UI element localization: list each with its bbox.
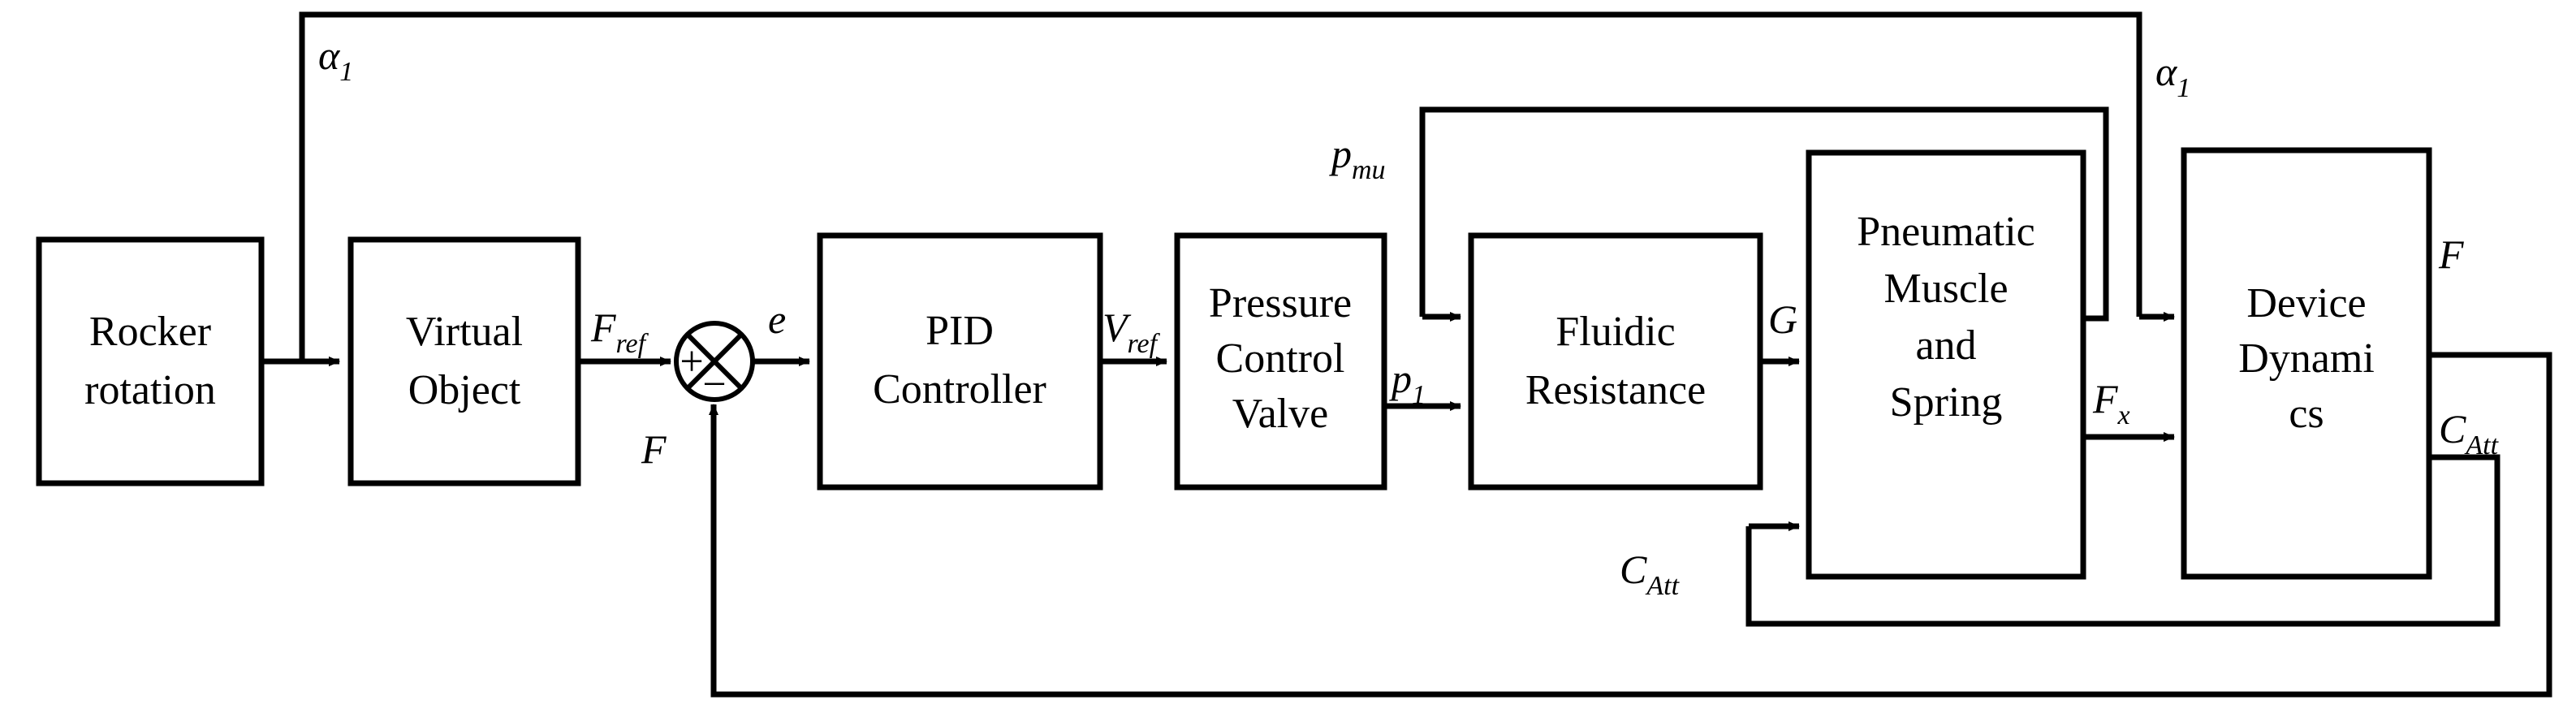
block-label-device-line3: cs (2289, 391, 2324, 437)
block-rocker-rotation (36, 236, 265, 486)
signal-label-v-ref: Vref (1102, 305, 1161, 359)
signal-label-c-att-right: CAtt (2439, 406, 2500, 460)
summing-junction: + − (674, 321, 755, 408)
summing-plus-sign: + (680, 339, 703, 385)
block-label-device-line1: Device (2246, 280, 2366, 326)
feedback-path-alpha1 (299, 11, 2142, 361)
signal-label-g: G (1768, 296, 1797, 342)
block-label-muscle-line2: Muscle (1883, 266, 2008, 312)
block-label-device-line2: Dynami (2238, 335, 2375, 382)
block-label-rocker-line2: rotation (84, 367, 216, 413)
block-label-muscle-line4: Spring (1890, 379, 2003, 426)
block-pid-controller (817, 232, 1103, 491)
block-fluidic-resistance (1468, 232, 1763, 491)
signal-label-force-feedback: F (641, 426, 667, 472)
block-label-muscle-line3: and (1915, 322, 1976, 369)
signal-label-alpha1-left: α1 (318, 32, 353, 87)
feedback-path-catt (1745, 454, 2500, 627)
block-label-valve-line2: Control (1216, 335, 1345, 382)
block-label-virtual-line1: Virtual (406, 309, 523, 355)
block-pneumatic-muscle-and-spring (1806, 149, 2086, 580)
signal-label-p-mu: pmu (1329, 131, 1386, 185)
feedback-path-force (710, 352, 2552, 698)
signal-label-f-out: F (2438, 231, 2464, 277)
block-label-valve-line1: Pressure (1209, 280, 1352, 326)
block-label-virtual-line2: Object (408, 367, 521, 413)
signal-label-p1: p1 (1389, 356, 1426, 410)
block-device-dynamics (2181, 147, 2432, 580)
signal-label-fx: Fx (2092, 376, 2130, 430)
feedback-path-pmu (1419, 106, 2109, 322)
block-label-pid-line2: Controller (873, 366, 1046, 413)
signal-label-f-ref: Fref (590, 305, 649, 359)
signal-label-c-att-left: CAtt (1620, 547, 1681, 601)
block-label-rocker-line1: Rocker (89, 309, 211, 355)
block-label-muscle-line1: Pneumatic (1857, 209, 2035, 255)
block-label-fluidic-line2: Resistance (1525, 367, 1706, 413)
signal-label-alpha1-right: α1 (2155, 49, 2190, 103)
block-virtual-object (347, 236, 581, 486)
block-label-fluidic-line1: Fluidic (1556, 309, 1675, 355)
signal-label-error: e (768, 296, 786, 342)
summing-minus-sign: − (702, 361, 726, 408)
block-pressure-control-valve (1174, 232, 1387, 491)
block-label-valve-line3: Valve (1232, 391, 1328, 437)
block-label-pid-line1: PID (926, 308, 994, 354)
